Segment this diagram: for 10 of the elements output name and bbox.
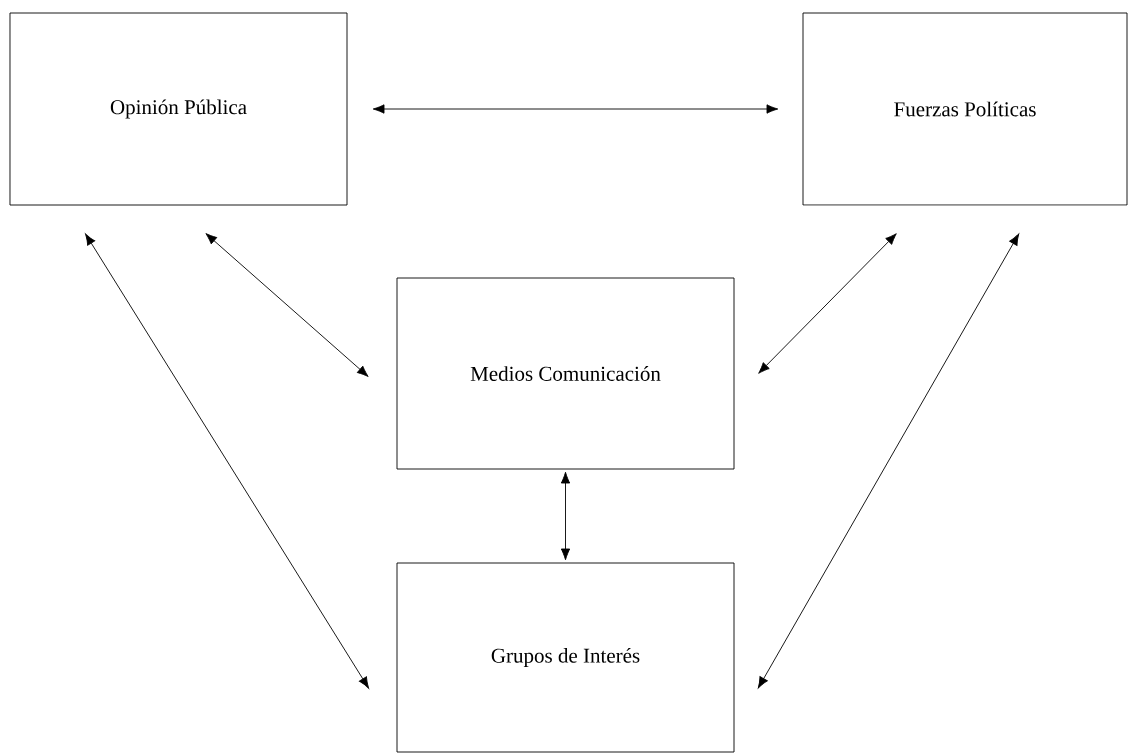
arrow	[205, 233, 369, 377]
arrow	[758, 233, 897, 374]
process-box: Fuerzas Políticas	[802, 12, 1128, 206]
process-box: Medios Comunicación	[396, 277, 735, 470]
arrow	[560, 471, 571, 561]
arrow	[757, 233, 1020, 689]
arrow	[85, 233, 369, 689]
arrow	[372, 104, 779, 114]
process-box: Opinión Pública	[9, 12, 348, 206]
process-box: Grupos de Interés	[396, 562, 735, 753]
